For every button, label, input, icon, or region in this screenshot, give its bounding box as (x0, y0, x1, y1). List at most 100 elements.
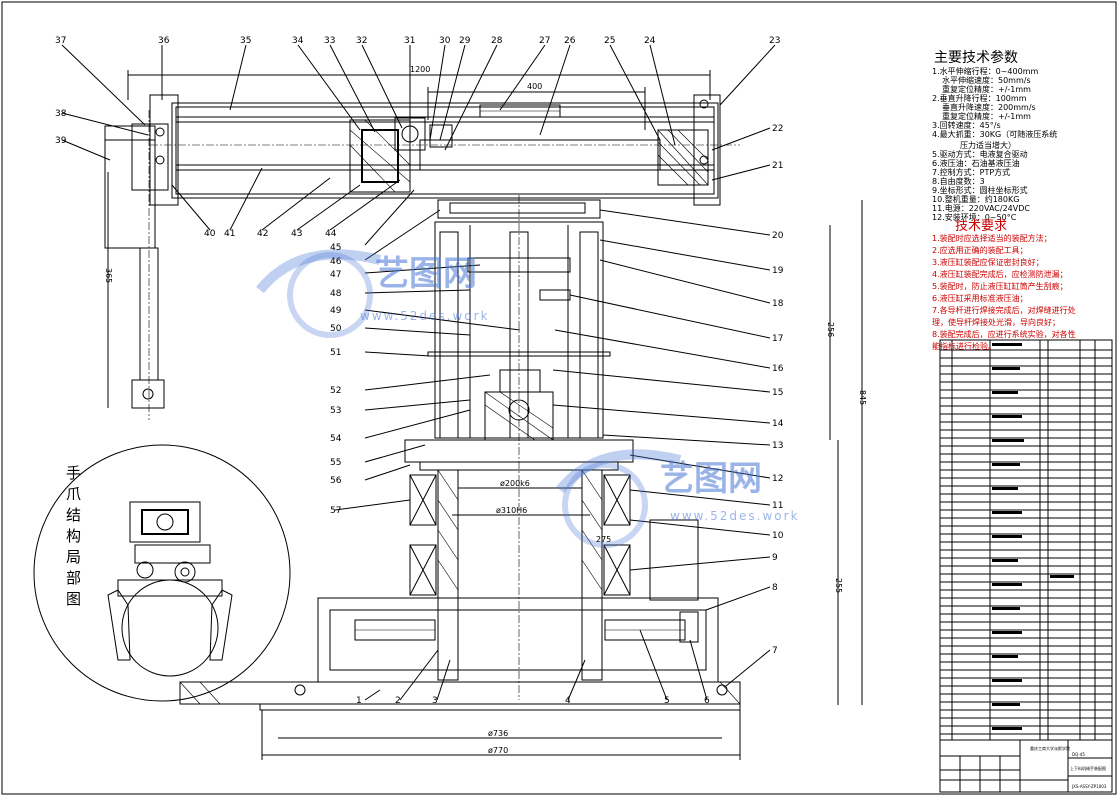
gripper-detail (33, 444, 291, 702)
spec-line: 6.液压油：石油基液压油 (932, 158, 1020, 168)
spec-line: 8.自由度数：3 (932, 176, 985, 186)
part-number: 43 (291, 229, 302, 239)
spec-line: 垂直升降速度：200mm/s (942, 102, 1036, 112)
req-title: 技术要求 (955, 219, 1007, 234)
detail-label: 手爪结构局部图 (66, 464, 81, 608)
req-line: 能指标进行检验。 (932, 341, 996, 351)
dimension-labels: 1200 400 365 256 845 255 ø200k6 ø310H6 2… (104, 65, 867, 755)
req-line: 6.液压缸采用标准液压油； (932, 293, 1028, 303)
part-number: 1 (356, 696, 362, 706)
dim-height-mid: 256 (826, 322, 835, 337)
part-number: 31 (404, 36, 415, 46)
part-number: 13 (772, 441, 783, 451)
part-number: 44 (325, 229, 337, 239)
watermark-right: 艺图网 www.52des.work (556, 449, 800, 548)
req-line: 理，使导杆焊接处光滑，导向良好； (932, 317, 1060, 327)
watermark-brand: 艺图网 (375, 254, 477, 294)
dim-dia3: 275 (596, 535, 611, 544)
spec-title: 主要技术参数 (934, 49, 1018, 66)
part-number: 57 (330, 506, 341, 516)
part-number: 15 (772, 388, 783, 398)
dim-width-top: 1200 (410, 65, 430, 74)
spec-line: 10.整机重量：约180KG (932, 194, 1019, 204)
part-number: 51 (330, 348, 341, 358)
spec-line: 压力适当增大） (960, 140, 1016, 150)
gripper-arm (104, 110, 165, 420)
part-number: 8 (772, 583, 778, 593)
tb-code: DQ-45 (1072, 752, 1085, 757)
part-number: 26 (564, 36, 576, 46)
dim-height-left: 365 (104, 268, 113, 283)
part-number: 22 (772, 124, 783, 134)
part-number: 36 (158, 36, 170, 46)
part-number: 38 (55, 109, 67, 119)
dimension-lines (107, 70, 863, 760)
req-line: 5.装配时，防止液压缸缸筒产生刮痕； (932, 281, 1068, 291)
dim-base-inner: ø736 (488, 729, 508, 738)
tb-name: 上下料机械手装配图 (1070, 765, 1106, 771)
part-number: 29 (459, 36, 471, 46)
tb-school: 重庆工商大学派斯学院 (1030, 745, 1070, 751)
part-number: 7 (772, 646, 778, 656)
part-number: 48 (330, 289, 342, 299)
part-number: 21 (772, 161, 783, 171)
watermark-url-2: www.52des.work (670, 509, 800, 523)
spec-line: 4.最大抓重：30KG（可随液压系统 (932, 129, 1057, 139)
req-line: 7.各导杆进行焊接完成后，对焊缝进行处 (932, 305, 1076, 315)
lift-column (427, 195, 611, 700)
part-number: 16 (772, 364, 784, 374)
part-number: 56 (330, 476, 342, 486)
spec-line: 2.垂直升降行程：100mm (932, 93, 1027, 103)
watermark-left: 艺图网 www.52des.work (256, 249, 488, 338)
requirements-panel: 技术要求 1.装配时应选择适当的装配方法； 2.应选用正确的装配工具； 3.液压… (932, 219, 1076, 351)
tb-drawing-no: JXS-ASSY-ZP1003 (1071, 784, 1107, 789)
dim-stroke: 400 (527, 82, 542, 91)
spec-line: 重复定位精度：+/-1mm (942, 111, 1031, 121)
part-number: 42 (257, 229, 268, 239)
part-number: 46 (330, 257, 342, 267)
part-number: 39 (55, 136, 67, 146)
part-number: 19 (772, 266, 784, 276)
part-number: 10 (772, 531, 784, 541)
dim-dia2: ø310H6 (496, 506, 527, 515)
spec-line: 11.电源：220VAC/24VDC (932, 203, 1030, 213)
part-number: 12 (772, 474, 783, 484)
part-number: 50 (330, 324, 342, 334)
part-number: 47 (330, 270, 341, 280)
part-number: 52 (330, 386, 341, 396)
req-line: 3.液压缸装配应保证密封良好； (932, 257, 1044, 267)
dim-base-outer: ø770 (488, 746, 508, 755)
rotating-base (179, 439, 741, 711)
part-number: 33 (324, 36, 335, 46)
part-number: 3 (432, 696, 438, 706)
bom-table (939, 339, 1113, 741)
spec-line: 3.回转速度：45°/s (932, 120, 1001, 130)
part-number: 11 (772, 501, 783, 511)
part-number: 37 (55, 36, 66, 46)
part-number: 53 (330, 406, 341, 416)
part-number: 9 (772, 553, 778, 563)
part-number: 35 (240, 36, 251, 46)
title-block-text: 重庆工商大学派斯学院 DQ-45 上下料机械手装配图 JXS-ASSY-ZP10… (1030, 745, 1107, 789)
spec-line: 7.控制方式：PTP方式 (932, 167, 1010, 177)
part-numbers-right: 22 21 20 19 18 17 16 15 14 13 12 11 10 9… (772, 124, 784, 656)
spec-line: 重复定位精度：+/-1mm (942, 84, 1031, 94)
part-number: 40 (204, 229, 216, 239)
part-number: 25 (604, 36, 615, 46)
req-line: 1.装配时应选择适当的装配方法； (932, 233, 1052, 243)
leader-lines (61, 44, 776, 701)
title-block (939, 739, 1113, 793)
part-number: 41 (224, 229, 235, 239)
part-number: 23 (769, 36, 780, 46)
part-number: 49 (330, 306, 342, 316)
part-number: 18 (772, 299, 784, 309)
spec-panel: 主要技术参数 1.水平伸缩行程：0~400mm 水平伸缩速度：50mm/s 重复… (932, 49, 1057, 222)
spec-line: 12.安装环境：0~50°C (932, 212, 1017, 222)
horizontal-arm (131, 94, 740, 206)
part-number: 24 (644, 36, 656, 46)
spec-line: 水平伸缩速度：50mm/s (942, 75, 1031, 85)
part-number: 17 (772, 334, 783, 344)
spec-line: 9.坐标形式：圆柱坐标形式 (932, 185, 1028, 195)
